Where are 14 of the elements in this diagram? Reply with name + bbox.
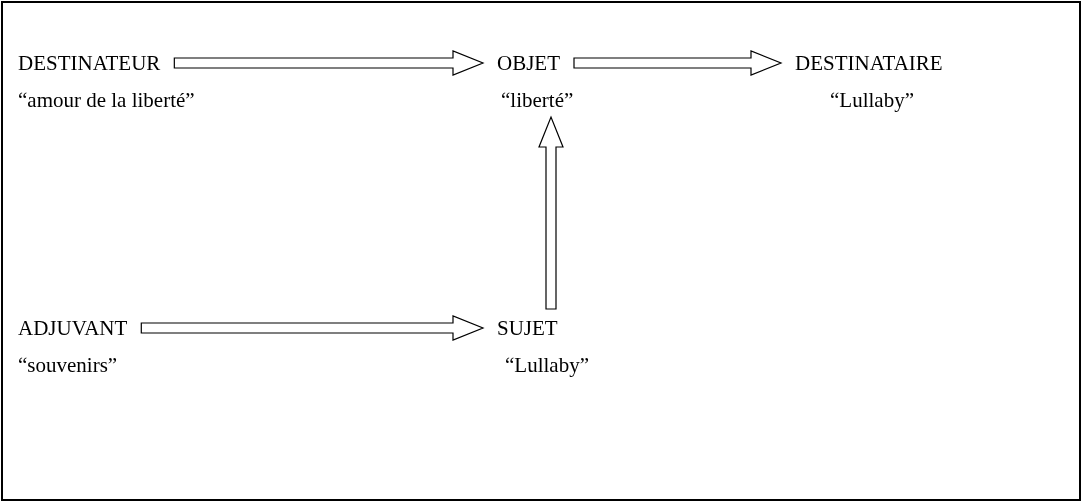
actant-value: “Lullaby” xyxy=(505,352,589,378)
actant-role: DESTINATEUR xyxy=(18,50,161,76)
actant-value: “amour de la liberté” xyxy=(18,87,195,113)
actant-value: “Lullaby” xyxy=(830,87,914,113)
actant-value: “souvenirs” xyxy=(18,352,118,378)
block-arrow xyxy=(140,315,485,341)
actant-role: SUJET xyxy=(497,315,558,341)
block-arrow xyxy=(538,115,564,310)
actant-role: OBJET xyxy=(497,50,560,76)
block-arrow xyxy=(173,50,485,76)
actant-role: ADJUVANT xyxy=(18,315,128,341)
actant-value: “liberté” xyxy=(501,87,574,113)
actant-role: DESTINATAIRE xyxy=(795,50,943,76)
block-arrow xyxy=(573,50,783,76)
